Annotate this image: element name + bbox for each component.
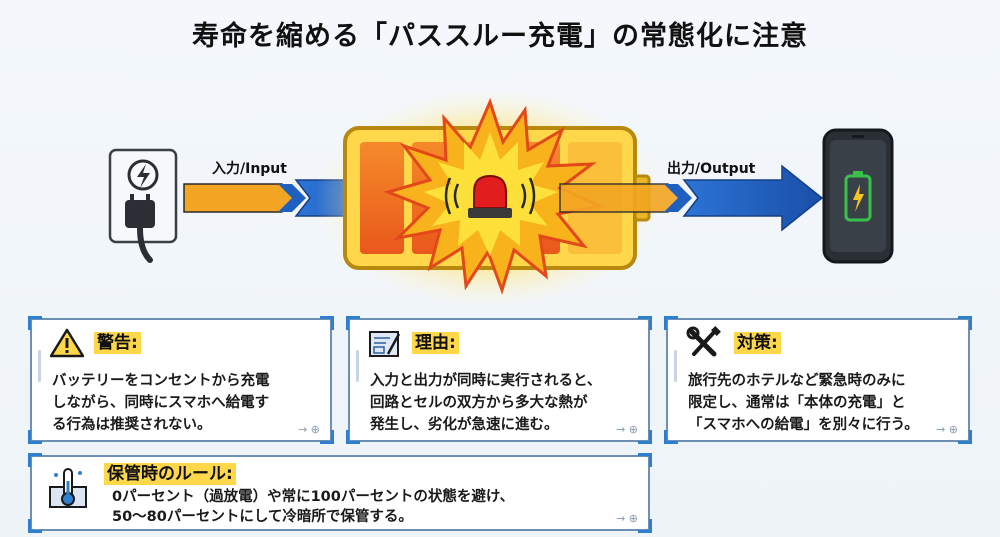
reason-body: 入力と出力が同時に実行されると、 回路とセルの双方から多大な熱が 発生し、劣化が…	[370, 373, 602, 433]
page-title: 寿命を縮める「パススルー充電」の常態化に注意	[192, 21, 808, 52]
storage-card: 保管時のルール: 0パーセント（過放電）や常に100パーセントの状態を避け、 5…	[28, 453, 652, 533]
output-arrow	[559, 164, 824, 232]
warning-title: 警告:	[94, 332, 141, 354]
storage-card-footer: → ⊕	[616, 512, 638, 525]
warning-card-footer: → ⊕	[298, 423, 320, 436]
measures-title: 対策:	[734, 332, 781, 354]
reason-card-footer: → ⊕	[616, 423, 638, 436]
storage-body: 0パーセント（過放電）や常に100パーセントの状態を避け、 50〜80パーセント…	[112, 489, 515, 525]
thermometer-box-icon	[49, 468, 87, 508]
measures-card: 対策: 旅行先のホテルなど緊急時のみに 限定し、通常は「本体の充電」と 「スマホ…	[664, 316, 972, 444]
reason-card: 理由: 入力と出力が同時に実行されると、 回路とセルの双方から多大な熱が 発生し…	[346, 316, 652, 444]
pass-through-diagram: 入力/Input 出力/Output	[0, 80, 1000, 310]
warning-icon	[50, 328, 84, 358]
measures-card-footer: → ⊕	[936, 423, 958, 436]
warning-card: 警告: バッテリーをコンセントから充電 しながら、同時にスマホへ給電す る行為は…	[28, 316, 334, 444]
storage-title: 保管時のルール:	[104, 463, 236, 485]
measures-body: 旅行先のホテルなど緊急時のみに 限定し、通常は「本体の充電」と 「スマホへの給電…	[688, 373, 919, 433]
reason-title: 理由:	[412, 332, 459, 354]
input-label: 入力/Input	[212, 161, 287, 177]
alarm-light-icon	[444, 174, 536, 218]
power-outlet-icon	[108, 148, 178, 263]
smartphone-icon	[822, 128, 894, 264]
output-label: 出力/Output	[667, 161, 756, 177]
diagram-svg	[108, 88, 894, 308]
tools-icon	[686, 326, 721, 357]
blueprint-icon	[369, 331, 401, 357]
warning-body: バッテリーをコンセントから充電 しながら、同時にスマホへ給電す る行為は推奨され…	[52, 373, 270, 433]
